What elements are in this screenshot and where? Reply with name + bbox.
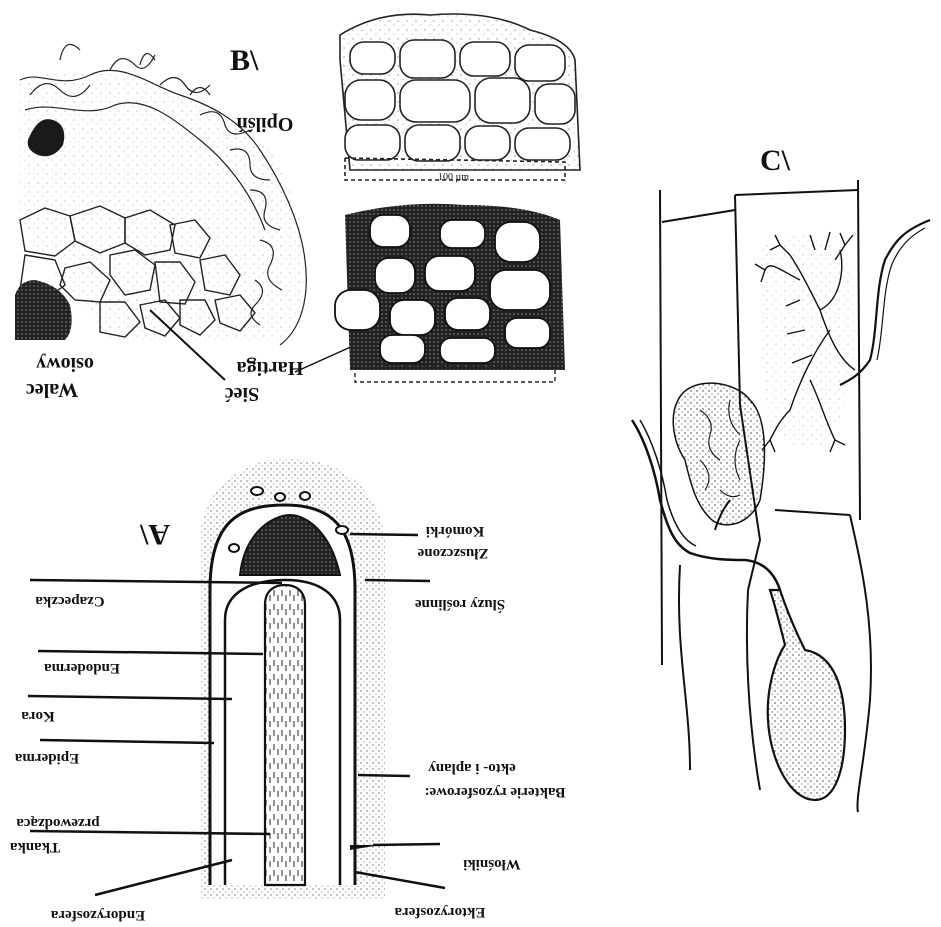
panel-a: A\ (9, 457, 566, 923)
label-epiderma: Epiderma (14, 750, 79, 766)
root-hair (350, 845, 380, 850)
panel-b: B\ (15, 13, 581, 405)
cross-section-lower (334, 203, 565, 383)
label-endoderma: Endoderma (44, 660, 120, 676)
root-cortex (223, 578, 342, 885)
dark-hyphae-knot (27, 119, 65, 157)
scale-bar-label: 100 µm (438, 172, 469, 183)
label-ekto-aplany: ekto- i aplany (428, 760, 516, 776)
hypha-right (839, 218, 931, 386)
panel-a-leaders-right (349, 532, 446, 890)
label-siec-hartiga-line1: Sieć (225, 383, 260, 405)
panel-a-title: A\ (139, 518, 170, 551)
hypha-main (630, 419, 782, 591)
label-komorki: Komórki (426, 523, 484, 539)
panel-c: C\ (630, 144, 931, 813)
vascular-tissue (263, 583, 307, 887)
label-tkanka-line1: Tkanka (9, 839, 60, 855)
label-endoryzosfera: Endoryzosfera (50, 907, 145, 923)
label-walec-osiowy-line2: osiowy (36, 353, 94, 375)
label-kora: Kora (21, 708, 55, 724)
cross-section-upper (339, 13, 581, 181)
label-bakterie-ryzosferowe: Bakterie ryzosferowe: (425, 784, 566, 800)
label-tkanka-line2: przewodząca (16, 815, 100, 831)
root-cap (238, 513, 342, 576)
label-czapeczka: Czapeczka (35, 593, 105, 609)
label-walec-osiowy-line1: Walec (26, 379, 78, 401)
label-opilsn: Opilśń (237, 113, 294, 135)
panel-c-title: C\ (760, 144, 791, 177)
panel-a-leaders-left (27, 578, 283, 897)
leader-siec (149, 309, 226, 381)
label-wlosniki: Włośniki (463, 856, 521, 872)
label-ektoryzosfera: Ektoryzosfera (394, 904, 485, 920)
panel-b-title: B\ (230, 44, 259, 77)
vesicle (766, 588, 847, 802)
sloughed-cells (228, 486, 349, 553)
vascular-cylinder (15, 280, 72, 340)
arbuscule-left-branches (699, 399, 741, 498)
label-zluszczone: Złuszczone (417, 545, 488, 561)
label-sluzy-roslinne: Śluzy roślinne (415, 596, 506, 613)
leader-hartiga (294, 344, 356, 373)
arbuscule-left (672, 382, 766, 526)
label-siec-hartiga-line2: Hartiga (237, 357, 304, 379)
